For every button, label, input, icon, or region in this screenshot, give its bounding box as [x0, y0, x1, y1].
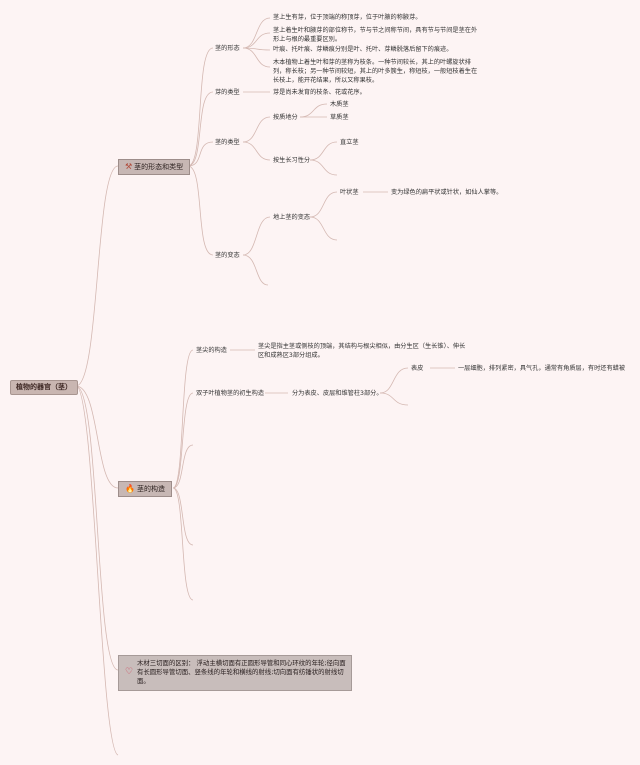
note-wood-sections[interactable]: ♡ 木材三切面的区别： 浮动主横切面有正圆形导管和同心环纹的年轮;径向面有长圆形…: [118, 655, 352, 691]
node-stem-types[interactable]: 茎的类型: [215, 139, 240, 146]
node-dicot-primary[interactable]: 双子叶植物茎的初生构造: [196, 390, 265, 397]
node-stem-modification[interactable]: 茎的变态: [215, 252, 240, 259]
shape-item-4: 木本植物上着生叶和芽的茎称为枝条。一种节间较长，其上的叶螺旋状排列，称长枝；另一…: [273, 59, 478, 84]
note-text: 木材三切面的区别： 浮动主横切面有正圆形导管和同心环纹的年轮;径向面有长圆形导管…: [137, 659, 346, 685]
node-apex-structure[interactable]: 茎尖的构造: [196, 347, 227, 354]
growth-erect: 直立茎: [340, 139, 359, 146]
node-leafy-stem[interactable]: 叶状茎: [340, 189, 359, 196]
shape-item-3: 叶痕、托叶痕、芽鳞痕分别是叶、托叶、芽鳞脱落后留下的痕迹。: [273, 46, 453, 53]
heart-icon: ♡: [125, 667, 134, 677]
node-aerial-modification[interactable]: 地上茎的变态: [273, 214, 311, 221]
node-by-texture[interactable]: 按质地分: [273, 114, 298, 121]
texture-herbaceous: 草质茎: [330, 114, 349, 121]
node-stem-shape[interactable]: 茎的形态: [215, 45, 240, 52]
node-epidermis[interactable]: 表皮: [411, 365, 424, 372]
shape-item-1: 茎上生有芽，位于顶端的称顶芽，位于叶腋的称腋芽。: [273, 14, 422, 21]
fire-icon: 🔥: [125, 484, 135, 493]
texture-woody: 木质茎: [330, 101, 349, 108]
bud-type-text: 芽是尚未发育的枝条、花或花序。: [273, 89, 366, 96]
epidermis-text: 一层细胞，排列紧密，具气孔，通常有角质层，有时还有蜡被: [458, 365, 626, 372]
branch-structure[interactable]: 🔥茎的构造: [118, 481, 172, 497]
node-by-growth[interactable]: 按生长习性分: [273, 157, 311, 164]
tools-icon: ⚒: [125, 162, 133, 171]
apex-structure-text: 茎尖是指主茎或侧枝的顶端，其结构与根尖相似，由分生区（生长锥）、伸长区和成熟区3…: [258, 343, 466, 359]
dicot-primary-text: 分为表皮、皮层和维管柱3部分。: [292, 390, 383, 397]
branch-form-and-types[interactable]: ⚒茎的形态和类型: [118, 159, 191, 175]
node-bud-type[interactable]: 芽的类型: [215, 89, 240, 96]
shape-item-2: 茎上着生叶和腋芽的部位称节，节与节之间称节间，具有节与节间是茎在外形上与根的最重…: [273, 27, 478, 43]
leafy-stem-text: 变为绿色的扁平状或针状，如仙人掌等。: [391, 189, 503, 196]
root-node[interactable]: 植物的器官（茎）: [10, 380, 78, 395]
